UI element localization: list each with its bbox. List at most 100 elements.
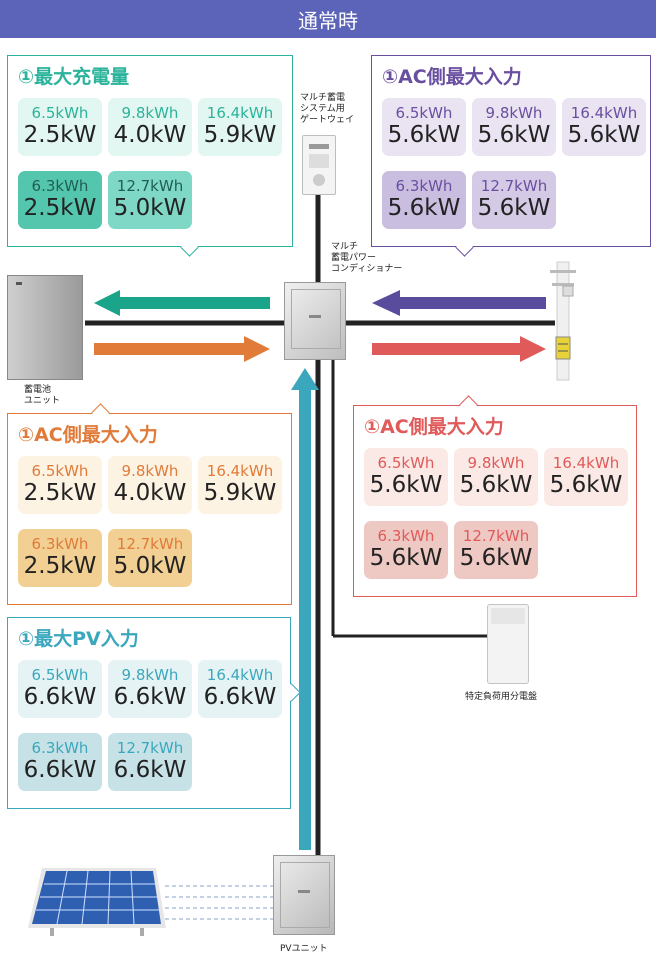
page-title: 通常時 [298, 8, 358, 33]
power-kw: 2.5kW [23, 553, 97, 579]
power-kw: 5.6kW [369, 472, 443, 498]
grid-out-arrow-shaft [372, 343, 522, 355]
capacity-kwh: 6.3kWh [31, 739, 89, 757]
power-kw: 5.6kW [477, 122, 551, 148]
power-kw: 5.6kW [549, 472, 623, 498]
grid-in-arrow-head [372, 290, 400, 316]
pv-arrow-shaft [299, 388, 311, 850]
power-kw: 4.0kW [113, 480, 187, 506]
capacity-kwh: 6.5kWh [31, 104, 89, 122]
capacity-kwh: 12.7kWh [116, 739, 184, 757]
gateway-device [302, 135, 336, 195]
gateway-label: マルチ蓄電システム用ゲートウェイ [300, 93, 355, 125]
grid-out-arrow-head [520, 336, 546, 362]
power-conditioner-label: マルチ蓄電パワーコンディショナー [331, 242, 403, 274]
solar-panel-icon [28, 868, 166, 936]
capacity-kwh: 9.8kWh [121, 666, 179, 684]
grid-in-arrow-shaft [398, 297, 546, 309]
panel-title: ①最大充電量 [18, 66, 130, 88]
battery-unit-device [7, 275, 83, 380]
power-kw: 6.6kW [203, 684, 277, 710]
panel-title: ①AC側最大入力 [18, 424, 158, 446]
power-kw: 6.6kW [23, 684, 97, 710]
power-kw: 2.5kW [23, 195, 97, 221]
power-kw: 5.9kW [203, 122, 277, 148]
power-conditioner-device [284, 282, 346, 360]
capacity-kwh: 12.7kWh [116, 177, 184, 195]
capacity-kwh: 6.5kWh [31, 462, 89, 480]
power-kw: 5.9kW [203, 480, 277, 506]
pv-unit-label: PVユニット [280, 944, 328, 954]
power-kw: 5.6kW [459, 545, 533, 571]
capacity-kwh: 9.8kWh [467, 454, 525, 472]
capacity-kwh: 6.3kWh [31, 535, 89, 553]
power-kw: 5.6kW [387, 122, 461, 148]
discharge-arrow-head [244, 336, 270, 362]
panel-title: ①最大PV入力 [18, 628, 139, 650]
capacity-kwh: 16.4kWh [206, 104, 274, 122]
capacity-kwh: 16.4kWh [206, 666, 274, 684]
charge-arrow-head [94, 290, 120, 316]
power-kw: 5.6kW [567, 122, 641, 148]
pv-unit-device [273, 855, 335, 935]
capacity-kwh: 6.3kWh [395, 177, 453, 195]
power-kw: 5.6kW [369, 545, 443, 571]
capacity-kwh: 6.5kWh [395, 104, 453, 122]
power-kw: 6.6kW [23, 757, 97, 783]
capacity-kwh: 9.8kWh [121, 462, 179, 480]
power-kw: 6.6kW [113, 757, 187, 783]
capacity-kwh: 12.7kWh [462, 527, 530, 545]
capacity-kwh: 16.4kWh [570, 104, 638, 122]
power-kw: 5.0kW [113, 553, 187, 579]
power-kw: 5.6kW [387, 195, 461, 221]
capacity-kwh: 6.5kWh [377, 454, 435, 472]
capacity-kwh: 12.7kWh [480, 177, 548, 195]
utility-pole-icon [550, 261, 576, 381]
charge-arrow-shaft [118, 297, 270, 309]
capacity-kwh: 9.8kWh [121, 104, 179, 122]
capacity-kwh: 9.8kWh [485, 104, 543, 122]
panelboard-device [487, 604, 529, 684]
capacity-kwh: 16.4kWh [206, 462, 274, 480]
capacity-kwh: 6.3kWh [31, 177, 89, 195]
capacity-kwh: 12.7kWh [116, 535, 184, 553]
capacity-kwh: 16.4kWh [552, 454, 620, 472]
power-kw: 4.0kW [113, 122, 187, 148]
power-kw: 2.5kW [23, 480, 97, 506]
power-kw: 5.6kW [459, 472, 533, 498]
panelboard-label: 特定負荷用分電盤 [465, 692, 538, 702]
power-kw: 5.0kW [113, 195, 187, 221]
power-kw: 2.5kW [23, 122, 97, 148]
power-kw: 6.6kW [113, 684, 187, 710]
battery-unit-label: 蓄電池ユニット [24, 385, 61, 406]
